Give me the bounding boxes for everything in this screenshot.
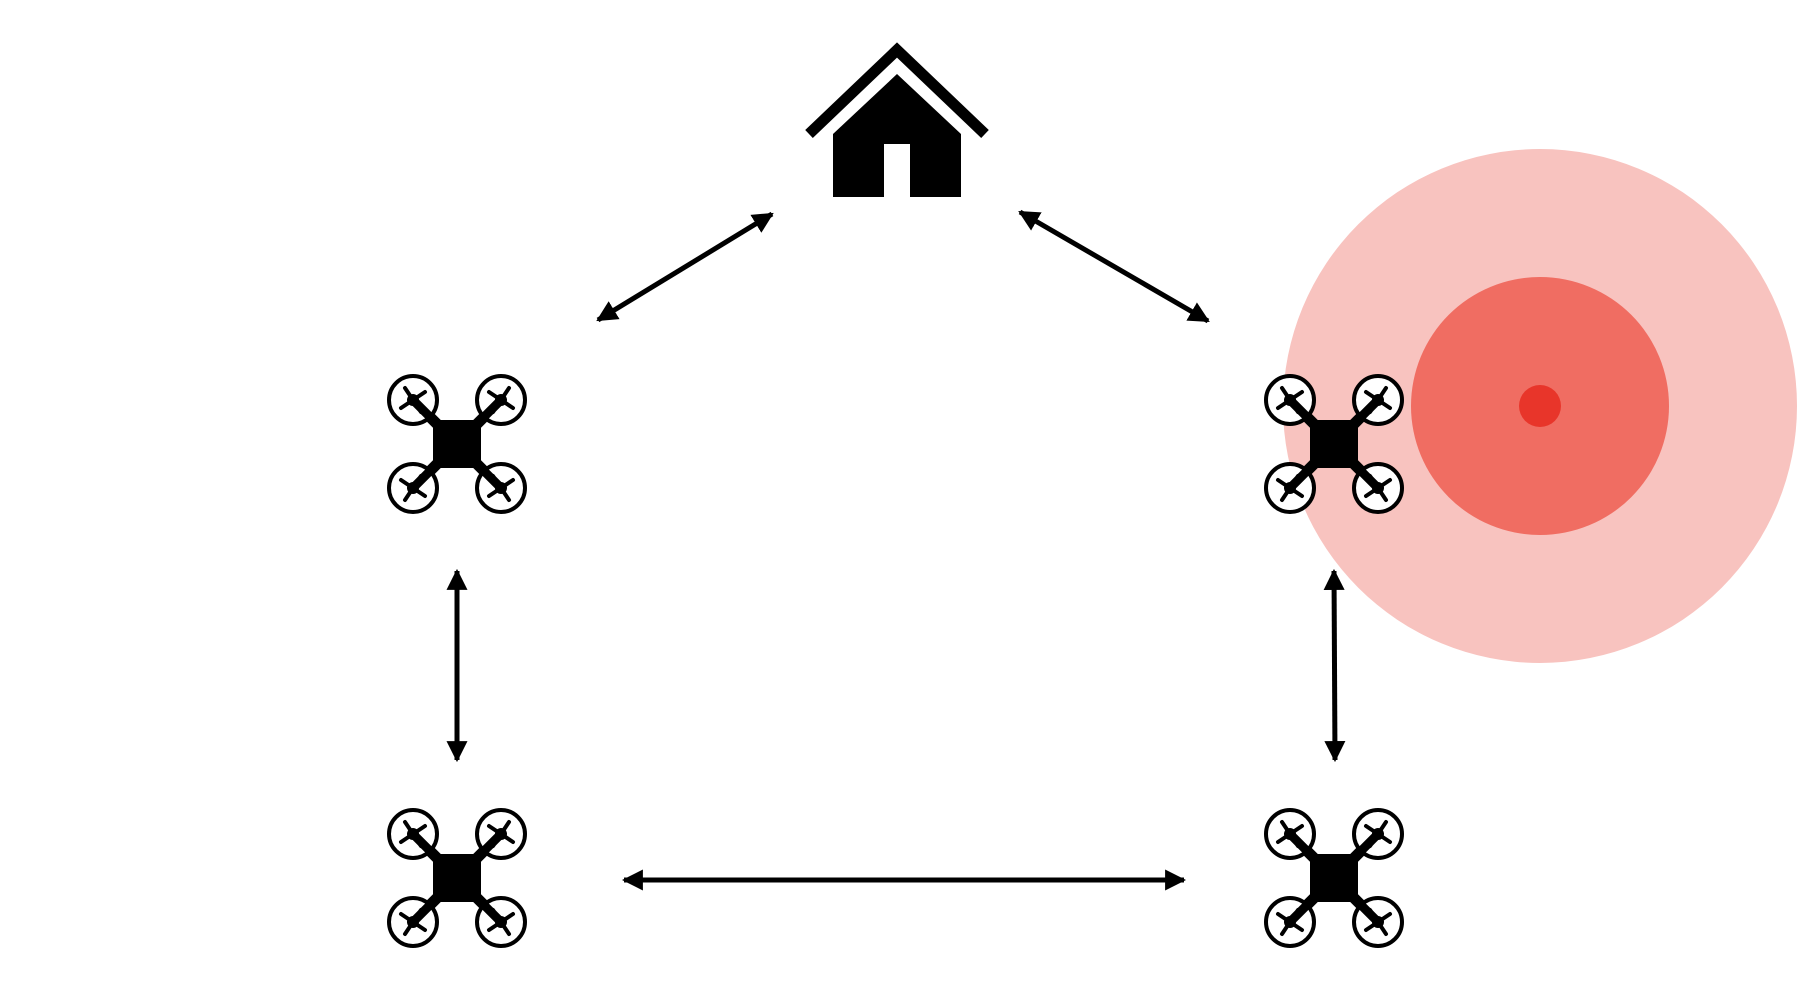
link-base-drone-top-right: [1018, 209, 1210, 324]
signal-zone-core: [1519, 385, 1561, 427]
quadcopter-icon: [1266, 810, 1402, 946]
quadcopter-icon: [389, 376, 525, 512]
link-drone-top-right-drone-bottom-right: [1323, 568, 1346, 763]
home-icon: [805, 42, 989, 197]
link-base-drone-top-left: [596, 211, 774, 323]
quadcopter-icon: [389, 810, 525, 946]
signal-source-icon: [1283, 149, 1797, 663]
